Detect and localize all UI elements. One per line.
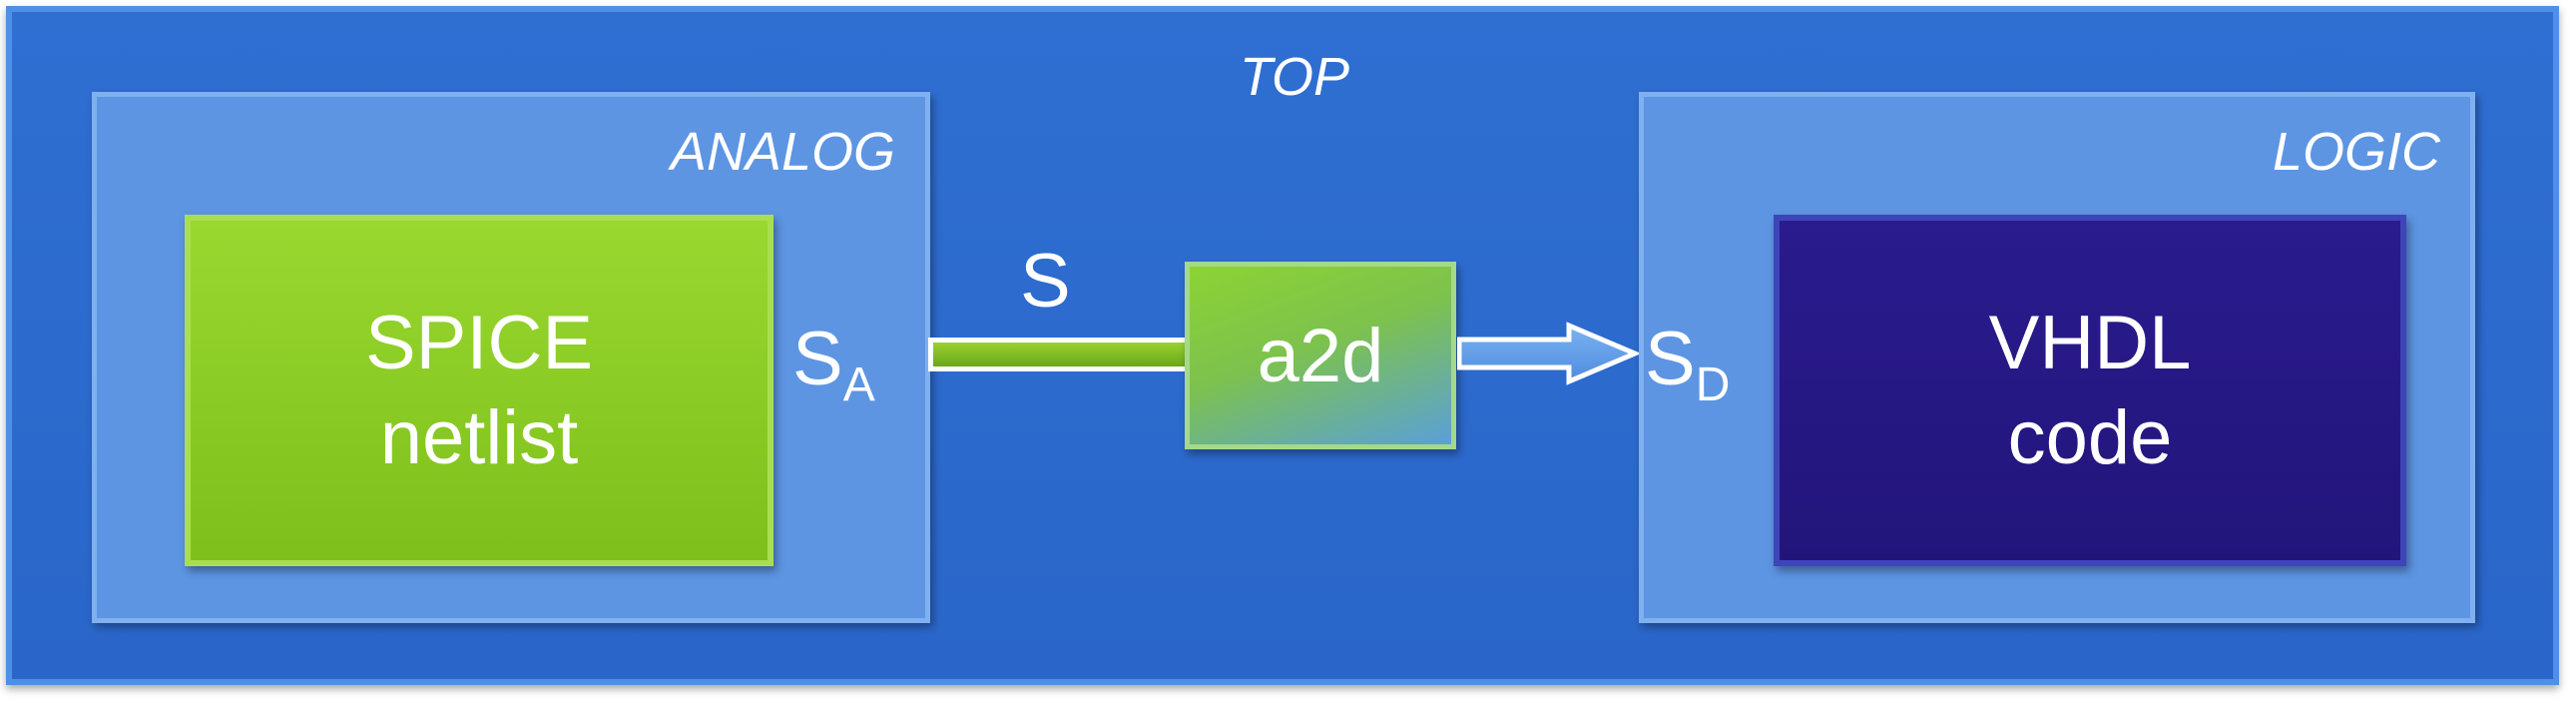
digital-arrow-shape xyxy=(1457,322,1639,385)
top-frame: TOP ANALOG SPICE netlist LOGIC VHDL code… xyxy=(6,6,2559,685)
signal-sa-subscript: A xyxy=(842,358,875,411)
signal-sd-subscript: D xyxy=(1695,358,1731,411)
signal-sd-main: S xyxy=(1645,317,1696,401)
signal-sa-label: SA xyxy=(792,322,875,409)
a2d-converter-block: a2d xyxy=(1185,262,1456,449)
vhdl-label-line2: code xyxy=(2007,395,2173,480)
digital-arrow-icon xyxy=(1457,322,1639,385)
spice-netlist-block: SPICE netlist xyxy=(185,215,773,566)
analog-title: ANALOG xyxy=(670,122,895,182)
analog-wire xyxy=(928,338,1190,371)
spice-label-line1: SPICE xyxy=(364,301,594,385)
logic-frame: LOGIC VHDL code xyxy=(1639,92,2475,623)
vhdl-label-line1: VHDL xyxy=(1988,301,2192,385)
analog-frame: ANALOG SPICE netlist xyxy=(92,92,930,623)
wire-signal-label: S xyxy=(1020,239,1071,324)
spice-label-line2: netlist xyxy=(379,395,579,480)
logic-title: LOGIC xyxy=(2272,122,2440,182)
top-title: TOP xyxy=(1240,47,1350,107)
a2d-label: a2d xyxy=(1257,313,1384,398)
signal-sa-main: S xyxy=(792,317,843,401)
signal-sd-label: SD xyxy=(1645,322,1730,409)
vhdl-code-block: VHDL code xyxy=(1774,215,2406,566)
